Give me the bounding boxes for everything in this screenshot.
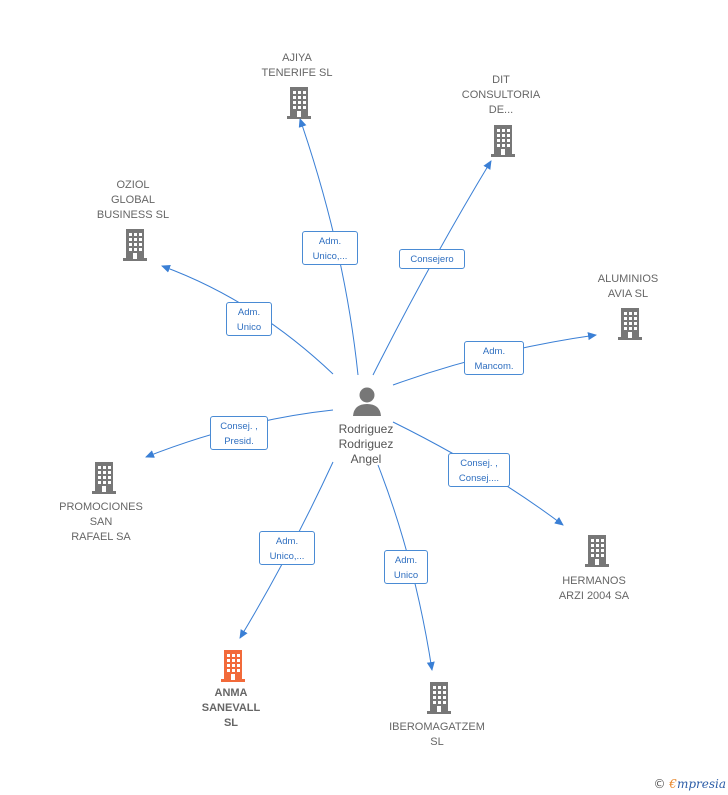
edge-label-aluminios[interactable]: Adm. Mancom. bbox=[464, 341, 524, 375]
copyright-symbol: © bbox=[653, 777, 666, 791]
building-icon-oziol[interactable] bbox=[120, 227, 150, 261]
company-label-hermanos[interactable]: HERMANOS ARZI 2004 SA bbox=[558, 575, 630, 602]
building-icon-aluminios[interactable] bbox=[615, 306, 645, 340]
company-label-aluminios[interactable]: ALUMINIOS AVIA SL bbox=[597, 273, 659, 300]
building-icon-iberomagatzem[interactable] bbox=[424, 680, 454, 714]
building-icon-dit[interactable] bbox=[488, 123, 518, 157]
edge-label-anma[interactable]: Adm. Unico,... bbox=[259, 531, 315, 565]
edge-label-iberomagatzem[interactable]: Adm. Unico bbox=[384, 550, 428, 584]
company-label-promociones[interactable]: PROMOCIONES SAN RAFAEL SA bbox=[59, 501, 143, 543]
company-label-iberomagatzem[interactable]: IBEROMAGATZEM SL bbox=[389, 721, 485, 748]
company-label-ajiya[interactable]: AJIYA TENERIFE SL bbox=[261, 52, 333, 79]
building-icon-promociones[interactable] bbox=[89, 460, 119, 494]
building-icon-hermanos[interactable] bbox=[582, 533, 612, 567]
building-icon-anma[interactable] bbox=[218, 648, 248, 682]
company-label-anma[interactable]: ANMA SANEVALL SL bbox=[201, 687, 261, 729]
person-icon[interactable] bbox=[352, 386, 382, 418]
company-label-oziol[interactable]: OZIOL GLOBAL BUSINESS SL bbox=[96, 179, 170, 221]
copyright-notice: © €mpresia bbox=[653, 777, 726, 791]
edge-label-promociones[interactable]: Consej. , Presid. bbox=[210, 416, 268, 450]
company-label-dit[interactable]: DIT CONSULTORIA DE... bbox=[461, 74, 541, 116]
edge-label-ajiya[interactable]: Adm. Unico,... bbox=[302, 231, 358, 265]
brand-logo-text: mpresia bbox=[676, 777, 726, 791]
edge-label-oziol[interactable]: Adm. Unico bbox=[226, 302, 272, 336]
building-icon-ajiya[interactable] bbox=[284, 85, 314, 119]
edge-label-hermanos[interactable]: Consej. , Consej.... bbox=[448, 453, 510, 487]
edge-label-dit[interactable]: Consejero bbox=[399, 249, 465, 269]
person-name-label[interactable]: Rodriguez Rodriguez Angel bbox=[338, 422, 394, 466]
brand-logo-mark: € bbox=[669, 777, 677, 791]
